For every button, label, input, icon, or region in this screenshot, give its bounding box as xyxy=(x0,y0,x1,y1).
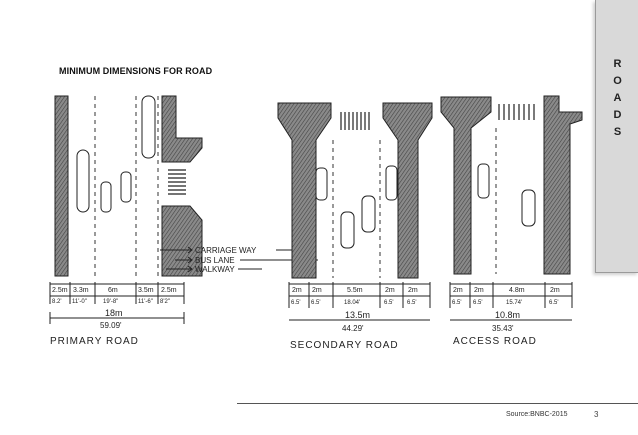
legend-bus-lane: BUS LANE xyxy=(195,256,235,265)
zebra-crossing xyxy=(168,169,186,195)
dim-m: 2.5m xyxy=(161,287,177,294)
dim-m: 3.5m xyxy=(138,287,154,294)
walkway-block xyxy=(277,102,332,279)
walkway-block xyxy=(54,95,69,277)
dim-m: 5.5m xyxy=(347,287,363,294)
dim-ft: 6.5' xyxy=(549,300,559,306)
dim-ft: 6.5' xyxy=(473,300,483,306)
page-number: 3 xyxy=(594,410,599,419)
page-heading: MINIMUM DIMENSIONS FOR ROAD xyxy=(59,66,213,76)
walkway-block xyxy=(382,102,433,279)
dim-m: 2m xyxy=(312,287,322,294)
access-road-title: ACCESS ROAD xyxy=(453,336,537,347)
walkway-block xyxy=(440,96,492,275)
dim-m: 2m xyxy=(474,287,484,294)
dim-ft: 6.5' xyxy=(291,300,301,306)
total-m: 18m xyxy=(105,308,123,318)
dimension-lines xyxy=(449,282,573,321)
total-ft: 35.43' xyxy=(492,324,514,333)
side-letter: R xyxy=(613,58,622,70)
walkway-block xyxy=(543,95,583,275)
dim-ft: 8.2' xyxy=(52,299,62,305)
dim-m: 3.3m xyxy=(73,287,89,294)
dimension-lines xyxy=(288,282,431,321)
dim-m: 2m xyxy=(550,287,560,294)
dim-ft: 6.5' xyxy=(452,300,462,306)
side-letter: S xyxy=(613,126,622,138)
dim-ft: 6.5' xyxy=(384,300,394,306)
median-block xyxy=(161,95,203,163)
dim-ft: 15.74' xyxy=(506,300,522,306)
side-letter: O xyxy=(613,75,622,87)
dim-ft: 8'2" xyxy=(160,299,170,305)
legend-walkway: WALKWAY xyxy=(195,265,235,274)
side-letter: A xyxy=(613,92,622,104)
dim-m: 2m xyxy=(453,287,463,294)
total-m: 10.8m xyxy=(495,310,520,320)
bus-sketch xyxy=(76,149,90,213)
secondary-road-title: SECONDARY ROAD xyxy=(290,340,399,351)
secondary-road-sketch: 2m 2m 5.5m 2m 2m 6.5' 6.5' 18.04' 6.5' 6… xyxy=(277,102,433,351)
dim-ft: 19'-8" xyxy=(103,299,118,305)
car-sketch xyxy=(361,195,376,233)
median-block xyxy=(161,205,203,277)
bus-sketch xyxy=(141,95,156,159)
car-sketch xyxy=(315,167,328,201)
footer-divider xyxy=(237,403,638,404)
dim-m: 2m xyxy=(292,287,302,294)
primary-road-title: PRIMARY ROAD xyxy=(50,336,139,347)
zebra-crossing xyxy=(498,104,535,120)
dim-m: 2.5m xyxy=(52,287,68,294)
car-sketch xyxy=(385,165,398,201)
car-sketch xyxy=(340,211,355,249)
dim-ft: 11'-6" xyxy=(138,299,153,305)
source-note: Source:BNBC-2015 xyxy=(506,411,568,418)
side-letter: D xyxy=(613,109,622,121)
zebra-crossing xyxy=(340,112,370,130)
total-m: 13.5m xyxy=(345,310,370,320)
dim-ft: 6.5' xyxy=(311,300,321,306)
total-ft: 44.29' xyxy=(342,324,364,333)
car-sketch xyxy=(100,181,112,213)
car-sketch xyxy=(521,189,536,227)
dim-ft: 6.5' xyxy=(407,300,417,306)
road-sketch-diagram: CARRIAGE WAY BUS LANE WALKWAY 2.5m 3.3m … xyxy=(49,95,583,351)
dim-m: 2m xyxy=(408,287,418,294)
dim-ft: 18.04' xyxy=(344,300,360,306)
total-ft: 59.09' xyxy=(100,321,122,330)
car-sketch xyxy=(120,171,132,203)
side-title-panel: R O A D S xyxy=(595,0,638,273)
access-road-sketch: 2m 2m 4.8m 2m 6.5' 6.5' 15.74' 6.5' 10.8… xyxy=(440,95,583,347)
dim-m: 6m xyxy=(108,287,118,294)
dimension-lines xyxy=(49,282,185,324)
car-sketch xyxy=(477,163,490,199)
dim-m: 2m xyxy=(385,287,395,294)
dim-m: 4.8m xyxy=(509,287,525,294)
dim-ft: 11'-0" xyxy=(72,299,87,305)
primary-road-sketch: CARRIAGE WAY BUS LANE WALKWAY 2.5m 3.3m … xyxy=(49,95,318,347)
legend-carriage-way: CARRIAGE WAY xyxy=(195,246,257,255)
